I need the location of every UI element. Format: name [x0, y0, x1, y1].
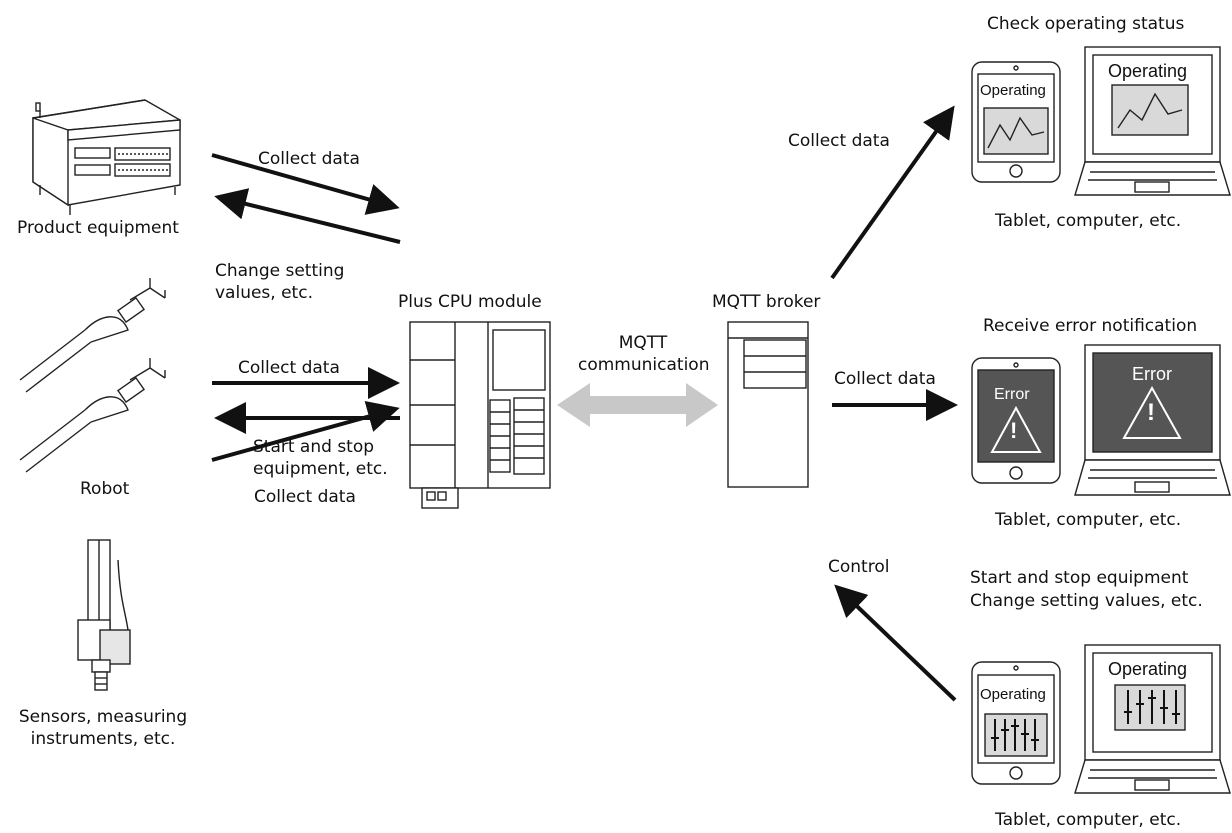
device-group-error [971, 344, 1231, 496]
arrow-change-settings [214, 188, 401, 244]
laptop-screen-text: Operating [1108, 61, 1188, 81]
mqtt-communication-label: MQTT communication [578, 332, 710, 376]
mqtt-line2: communication [578, 355, 710, 375]
collect-data-label: Collect data [238, 358, 340, 378]
control-label: Control [828, 557, 890, 577]
sensors-label-line2: instruments, etc. [30, 729, 176, 749]
tablet-screen-text: Operating [980, 686, 1046, 703]
mqtt-line1: MQTT [618, 333, 668, 353]
cabinet-icon [32, 99, 181, 215]
tablet-icon [971, 61, 1061, 183]
collect-data-label: Collect data [258, 149, 360, 169]
laptop-icon [1074, 344, 1231, 496]
laptop-icon [1074, 644, 1231, 794]
robot-arm-icon [19, 278, 166, 473]
plc-module-icon [409, 321, 551, 509]
laptop-icon [1074, 46, 1231, 196]
start-stop-label: Start and stop equipment, etc. [253, 436, 388, 480]
tablet-computer-label: Tablet, computer, etc. [995, 510, 1182, 530]
receive-error-label: Receive error notification [983, 316, 1198, 336]
start-stop-line1: Start and stop [253, 437, 375, 457]
sensors-label: Sensors, measuring instruments, etc. [8, 706, 198, 750]
product-equipment-label: Product equipment [17, 218, 179, 238]
collect-data-label: Collect data [788, 131, 890, 151]
collect-data-label: Collect data [834, 369, 936, 389]
change-setting-values-label: Change setting values, etc. [970, 591, 1203, 611]
tablet-computer-label: Tablet, computer, etc. [995, 211, 1182, 231]
device-group-status [971, 46, 1231, 196]
start-stop-equipment-label: Start and stop equipment [970, 568, 1189, 588]
tablet-error-text: Error [994, 386, 1030, 403]
check-status-label: Check operating status [987, 14, 1185, 34]
collect-data-label: Collect data [254, 487, 356, 507]
plus-cpu-module-label: Plus CPU module [398, 292, 542, 312]
tablet-screen-text: Operating [980, 82, 1046, 99]
laptop-error-mark: ! [1147, 399, 1155, 426]
tablet-computer-label: Tablet, computer, etc. [995, 810, 1182, 830]
change-setting-label: Change setting values, etc. [215, 260, 344, 304]
arrow-collect-from-equipment [211, 153, 400, 215]
arrow-collect-from-sensors [211, 401, 400, 462]
sensors-label-line1: Sensors, measuring [18, 707, 188, 727]
change-setting-line2: values, etc. [215, 283, 313, 303]
change-setting-line1: Change setting [215, 261, 345, 281]
tablet-icon [971, 661, 1061, 785]
right-arrows [830, 105, 958, 702]
mqtt-broker-label: MQTT broker [712, 292, 821, 312]
left-arrows [211, 153, 401, 462]
arrow-to-status-devices [830, 105, 955, 280]
laptop-screen-text: Operating [1108, 659, 1188, 679]
tablet-icon [971, 357, 1061, 484]
robot-label: Robot [80, 479, 130, 499]
server-icon [727, 321, 809, 488]
tablet-error-mark: ! [1010, 418, 1018, 443]
start-stop-line2: equipment, etc. [253, 459, 388, 479]
sensor-icon [77, 539, 131, 691]
device-group-control [971, 644, 1231, 794]
mqtt-double-arrow [557, 383, 718, 427]
laptop-error-text: Error [1132, 364, 1172, 384]
arrow-control [834, 584, 957, 702]
